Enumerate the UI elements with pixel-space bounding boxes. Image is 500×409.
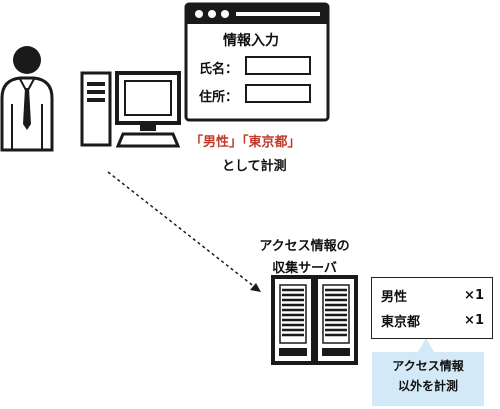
- measured-values-text: 「男性」「東京都」: [190, 135, 301, 150]
- form-title: 情報入力: [223, 33, 279, 49]
- server-title-line1: アクセス情報の: [259, 239, 350, 254]
- browser-window: [184, 2, 330, 122]
- address-field-label: 住所：: [199, 90, 239, 105]
- name-field-label: 氏名：: [199, 62, 239, 77]
- count-label: 男性: [381, 289, 408, 305]
- server-title: アクセス情報の 収集サーバ: [232, 236, 377, 280]
- count-row-tokyo: 東京都 ×1: [381, 310, 484, 330]
- flow-arrow: [107, 171, 261, 292]
- monitor-icon: [115, 71, 181, 148]
- count-value: ×1: [464, 312, 484, 328]
- count-value: ×1: [464, 287, 484, 303]
- user-person-icon: [0, 46, 54, 152]
- note-text: アクセス情報 以外を計測: [378, 356, 478, 396]
- count-table: 男性 ×1 東京都 ×1: [371, 277, 493, 339]
- server-title-line2: 収集サーバ: [272, 261, 337, 276]
- measure-caption: として計測: [222, 159, 287, 174]
- count-label: 東京都: [381, 314, 421, 330]
- server-icon: [271, 275, 358, 365]
- note-bubble: [372, 338, 484, 406]
- note-line2: 以外を計測: [397, 379, 458, 393]
- pc-tower-icon: [80, 71, 112, 147]
- note-line1: アクセス情報: [392, 359, 464, 373]
- count-row-male: 男性 ×1: [381, 285, 484, 305]
